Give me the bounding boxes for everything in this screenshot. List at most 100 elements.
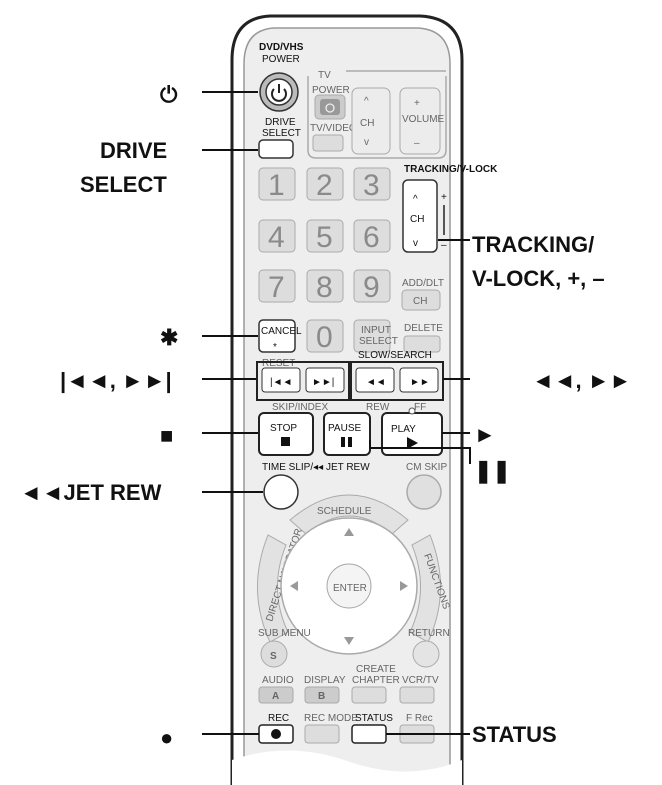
key-6-label: 6 <box>363 221 380 254</box>
power-icon <box>271 84 287 102</box>
play-icon <box>407 437 418 449</box>
create-label: CREATE <box>356 664 396 675</box>
a-label: A <box>272 691 279 702</box>
tv-ch-rocker[interactable] <box>351 87 391 155</box>
key-1-label: 1 <box>268 169 285 202</box>
key-0[interactable] <box>306 319 344 353</box>
rew-icon: ◄◄ <box>366 377 386 388</box>
key-3-label: 3 <box>363 169 380 202</box>
pause-label: PAUSE <box>328 423 361 434</box>
vcr-tv-button[interactable] <box>399 686 435 704</box>
tracking-plus-icon: + <box>441 192 447 203</box>
key-3[interactable] <box>353 167 391 201</box>
b-label: B <box>318 691 325 702</box>
tracking-ch-label: CH <box>410 214 424 225</box>
key-9[interactable] <box>353 269 391 303</box>
rew-button[interactable] <box>355 367 395 393</box>
status-button[interactable] <box>351 724 387 744</box>
key-1[interactable] <box>258 167 296 201</box>
sub-menu-label: SUB MENU <box>258 628 311 639</box>
skip-index-label: SKIP/INDEX <box>272 402 328 413</box>
time-slip-label: TIME SLIP/◂◂ JET REW <box>262 462 370 473</box>
delete-label: DELETE <box>404 323 443 334</box>
key-7-label: 7 <box>268 271 285 304</box>
create-chapter-button[interactable] <box>351 686 387 704</box>
add-dlt-ch-button[interactable] <box>401 289 441 311</box>
cm-skip-label: CM SKIP <box>406 462 447 473</box>
rec-mode-button[interactable] <box>304 724 340 744</box>
enter-label: ENTER <box>333 583 367 594</box>
s-label: S <box>270 651 277 662</box>
key-5[interactable] <box>306 219 344 253</box>
drive-select-label-2: SELECT <box>262 128 301 139</box>
key-8-label: 8 <box>316 271 333 304</box>
tv-ch-down-icon: v <box>364 137 369 148</box>
rec-label: REC <box>268 713 289 724</box>
key-2[interactable] <box>306 167 344 201</box>
skip-back-button[interactable] <box>261 367 301 393</box>
skip-forward-button[interactable] <box>305 367 345 393</box>
stop-icon <box>281 437 290 446</box>
delete-button[interactable] <box>403 335 441 353</box>
callout-drive-select-1: DRIVE <box>100 138 167 163</box>
add-dlt-label: ADD/DLT <box>402 278 444 289</box>
stop-label: STOP <box>270 423 297 434</box>
remote-bottom-wave <box>232 750 462 785</box>
enter-button[interactable] <box>326 563 372 609</box>
callout-skip: |◄◄, ►►| <box>60 368 172 393</box>
key-8[interactable] <box>306 269 344 303</box>
tv-power-label: POWER <box>312 85 350 96</box>
power-label: POWER <box>262 54 300 65</box>
add-dlt-ch-label: CH <box>413 296 427 307</box>
skip-group-box <box>256 361 350 401</box>
callout-lines <box>202 91 471 735</box>
callout-power: ⏻ <box>160 82 178 107</box>
f-rec-label: F Rec <box>406 713 433 724</box>
volume-label: VOLUME <box>402 114 445 125</box>
ff-label: FF <box>414 402 426 413</box>
volume-minus-icon: – <box>414 138 420 149</box>
status-button-label: STATUS <box>355 713 393 724</box>
callout-star: ✱ <box>160 325 178 350</box>
sub-menu-button[interactable] <box>260 640 288 668</box>
up-arrow-icon <box>344 528 354 536</box>
key-4[interactable] <box>258 219 296 253</box>
return-button[interactable] <box>412 640 440 668</box>
return-label: RETURN <box>408 628 450 639</box>
pause-button[interactable] <box>323 412 371 456</box>
tv-video-button[interactable] <box>312 134 344 152</box>
key-6[interactable] <box>353 219 391 253</box>
cancel-label: CANCEL <box>261 326 302 337</box>
chapter-label: CHAPTER <box>352 675 400 686</box>
input-select-button[interactable] <box>353 319 391 353</box>
callout-stop: ■ <box>160 423 173 448</box>
callout-tracking-1: TRACKING/ <box>472 232 594 257</box>
callout-rec: ● <box>160 725 173 750</box>
audio-label: AUDIO <box>262 675 294 686</box>
cancel-button[interactable] <box>258 319 296 353</box>
audio-button[interactable] <box>258 686 294 704</box>
drive-select-button[interactable] <box>258 139 294 159</box>
functions-arc[interactable] <box>409 534 441 643</box>
tracking-ch-rocker[interactable] <box>402 179 438 253</box>
direct-navigator-arc[interactable] <box>257 534 289 643</box>
stop-button[interactable] <box>258 412 314 456</box>
tv-ch-label: CH <box>360 118 374 129</box>
display-button[interactable] <box>304 686 340 704</box>
key-9-label: 9 <box>363 271 380 304</box>
callout-tracking-2: V-LOCK, +, – <box>472 266 605 291</box>
down-arrow-icon <box>344 637 354 645</box>
cancel-star-icon: * <box>273 342 277 353</box>
tracking-up-icon: ^ <box>413 194 418 205</box>
cm-skip-button[interactable] <box>406 474 442 510</box>
tv-volume-rocker[interactable] <box>399 87 441 155</box>
time-slip-button[interactable] <box>263 474 299 510</box>
ff-button[interactable] <box>399 367 439 393</box>
callout-play: ► <box>474 422 496 447</box>
drive-select-label-1: DRIVE <box>265 117 296 128</box>
pause-icon <box>341 437 345 447</box>
key-7[interactable] <box>258 269 296 303</box>
rew-label: REW <box>366 402 390 413</box>
rec-icon <box>271 729 281 739</box>
skip-forward-icon: ►►| <box>312 377 334 388</box>
